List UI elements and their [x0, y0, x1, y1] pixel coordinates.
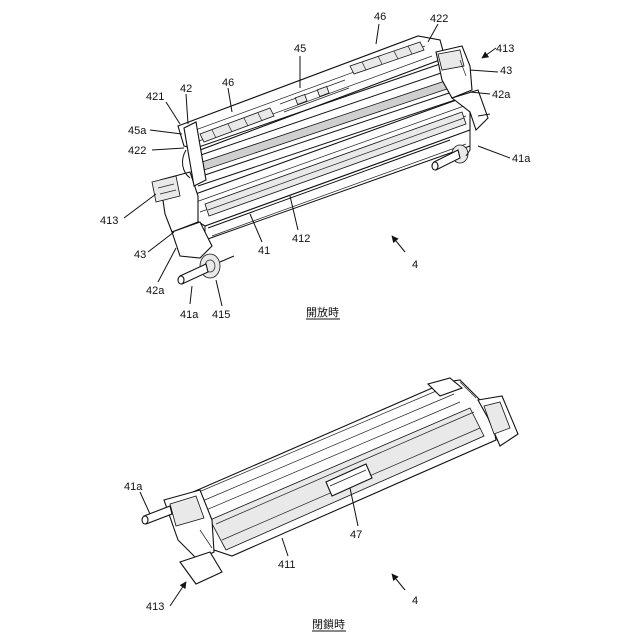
closed-state-drawing: 41a 47 411 413 4 閉鎖時	[124, 378, 518, 631]
label-42a-right: 42a	[492, 89, 511, 101]
label-412: 412	[292, 233, 310, 245]
label-46-left: 46	[222, 77, 234, 89]
label-43-right: 43	[500, 65, 512, 77]
label-41: 41	[258, 245, 270, 257]
label-415: 415	[212, 309, 230, 321]
label-411: 411	[278, 559, 296, 571]
closed-body-411	[170, 380, 496, 556]
label-45a: 45a	[128, 125, 147, 137]
label-4-closed: 4	[412, 595, 418, 607]
label-45: 45	[294, 43, 306, 55]
label-47: 47	[350, 529, 362, 541]
label-421: 421	[146, 91, 164, 103]
label-422-left: 422	[128, 145, 146, 157]
label-42: 42	[180, 83, 192, 95]
label-422-top: 422	[430, 13, 448, 25]
label-4-open: 4	[412, 259, 418, 271]
label-43-left: 43	[134, 249, 146, 261]
label-413-right: 413	[496, 43, 514, 55]
label-42a-left: 42a	[146, 285, 165, 297]
caption-closed: 閉鎖時	[312, 617, 345, 631]
label-46-top: 46	[374, 11, 386, 23]
open-state-drawing: 46 422 413 45 43 42a 421 42 46 45a 422 4…	[100, 11, 531, 321]
label-41a-closed: 41a	[124, 481, 143, 493]
label-413-closed: 413	[146, 601, 164, 613]
label-41a-right: 41a	[512, 153, 531, 165]
caption-open: 開放時	[306, 305, 339, 319]
label-41a-left: 41a	[180, 309, 199, 321]
label-413-left: 413	[100, 215, 118, 227]
